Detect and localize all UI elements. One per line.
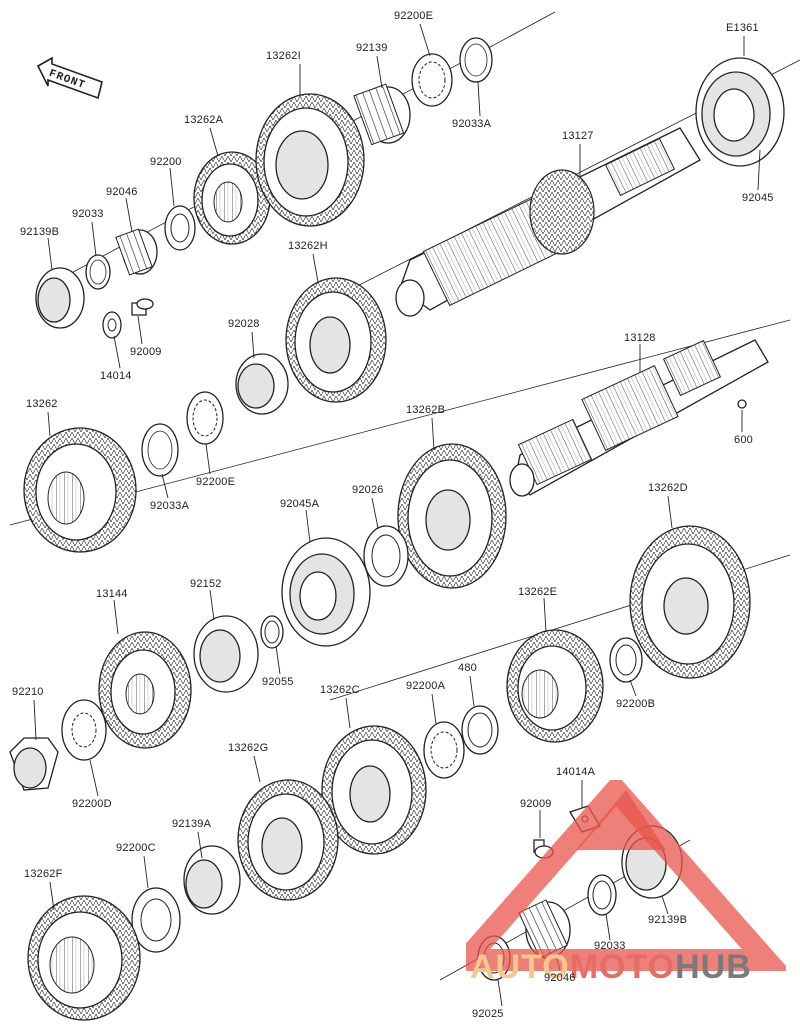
- washer-92200D: [61, 699, 107, 761]
- callout-13262A: 13262A: [184, 114, 224, 126]
- bearing-92139B-top: [35, 267, 85, 329]
- callout-92033A-top: 92033A: [452, 118, 492, 130]
- drive-shaft-13128: [509, 339, 769, 497]
- callout-92033-top: 92033: [72, 208, 104, 220]
- callout-14014: 14014: [100, 370, 132, 382]
- callout-13262B: 13262B: [406, 404, 446, 416]
- washer-92200: [164, 205, 196, 251]
- gear-13262I: [255, 93, 365, 227]
- callout-92026: 92026: [352, 484, 384, 496]
- callout-92055: 92055: [262, 676, 294, 688]
- callout-E1361: E1361: [726, 22, 759, 34]
- callout-13262: 13262: [26, 398, 58, 410]
- callout-92200E-mid: 92200E: [196, 476, 236, 488]
- gear-13262: [23, 427, 137, 553]
- washer-92200A: [423, 721, 465, 779]
- callout-92139A: 92139A: [172, 818, 212, 830]
- washer-92200C: [131, 887, 181, 953]
- callout-13262D: 13262D: [648, 482, 688, 494]
- callout-92139B-top: 92139B: [20, 226, 60, 238]
- callout-92200B: 92200B: [616, 698, 656, 710]
- callout-13128: 13128: [624, 332, 656, 344]
- callout-13127: 13127: [562, 130, 594, 142]
- callout-600: 600: [734, 434, 753, 446]
- callout-480: 480: [458, 662, 477, 674]
- gear-13262D: [629, 525, 751, 679]
- collar-92152: [193, 615, 259, 693]
- needle-bearing-92046-bottom: [518, 899, 571, 959]
- callout-92210: 92210: [12, 686, 44, 698]
- callout-92009-top: 92009: [130, 346, 162, 358]
- circlip-480: [461, 705, 499, 755]
- callout-13262I: 13262I: [266, 50, 301, 62]
- gear-13262E: [506, 629, 604, 743]
- front-arrow-icon: [36, 56, 103, 100]
- callout-92033A-mid: 92033A: [150, 500, 190, 512]
- callout-92045: 92045: [742, 192, 774, 204]
- splined-washer-92200E-mid: [186, 391, 224, 445]
- ball-600: [737, 399, 747, 409]
- callout-92033-bottom: 92033: [594, 940, 626, 952]
- front-direction-badge: FRONT: [36, 56, 104, 100]
- washer-92200B: [609, 637, 643, 683]
- bushing-92028: [235, 353, 289, 415]
- axis-line-middle: [9, 319, 791, 526]
- watermark-text: AUTOMOTOHUB: [470, 948, 752, 987]
- watermark-logo-icon: [466, 780, 786, 971]
- needle-bearing-92046-top: [115, 228, 158, 276]
- splined-washer-92200E-top: [411, 53, 453, 107]
- leader-lines: [33, 23, 761, 1007]
- watermark-moto: MOTO: [569, 948, 676, 986]
- plate-14014: [102, 311, 122, 339]
- sprocket-13144: [98, 631, 192, 749]
- gear-13262F: [27, 895, 141, 1021]
- callout-92139-top: 92139: [356, 42, 388, 54]
- callout-13262E: 13262E: [518, 586, 558, 598]
- callout-92200E-top: 92200E: [394, 10, 434, 22]
- callout-92200C: 92200C: [116, 842, 156, 854]
- callout-13262F: 13262F: [24, 868, 63, 880]
- watermark-hub: HUB: [675, 948, 752, 986]
- bolt-92009-top: [131, 298, 154, 316]
- callout-14014A: 14014A: [556, 766, 596, 778]
- callout-92025: 92025: [472, 1008, 504, 1020]
- callout-92152: 92152: [190, 578, 222, 590]
- circlip-92033A-mid: [141, 423, 179, 477]
- gear-13262G: [237, 779, 339, 901]
- callout-92139B-bottom: 92139B: [648, 914, 688, 926]
- callout-13144: 13144: [96, 588, 128, 600]
- circlip-92033-top: [85, 254, 111, 290]
- callout-92200D: 92200D: [72, 798, 112, 810]
- callout-92046-top: 92046: [106, 186, 138, 198]
- bearing-92045A: [281, 537, 371, 647]
- callout-13262H: 13262H: [288, 240, 328, 252]
- bearing-92045: [695, 57, 785, 167]
- nut-92210: [9, 737, 59, 791]
- callout-92009-bottom: 92009: [520, 798, 552, 810]
- circlip-92033A-top: [459, 37, 493, 83]
- main-shaft-13127: [395, 127, 701, 317]
- callout-92046-bottom: 92046: [544, 972, 576, 984]
- callout-92045A: 92045A: [280, 498, 320, 510]
- circlip-92033-bottom: [587, 874, 617, 916]
- gear-13262B: [397, 443, 507, 589]
- watermark-auto: AUTO: [470, 948, 570, 986]
- callout-92200: 92200: [150, 156, 182, 168]
- callout-13262C: 13262C: [320, 684, 360, 696]
- needle-bearing-92139-top: [353, 83, 411, 146]
- callout-13262G: 13262G: [228, 742, 269, 754]
- washer-92026: [363, 525, 409, 587]
- callout-92028: 92028: [228, 318, 260, 330]
- o-ring-92055: [260, 615, 284, 649]
- gear-13262C: [321, 725, 427, 855]
- bushing-92139A: [183, 845, 241, 915]
- callout-92200A: 92200A: [406, 680, 446, 692]
- gear-13262H: [285, 277, 387, 403]
